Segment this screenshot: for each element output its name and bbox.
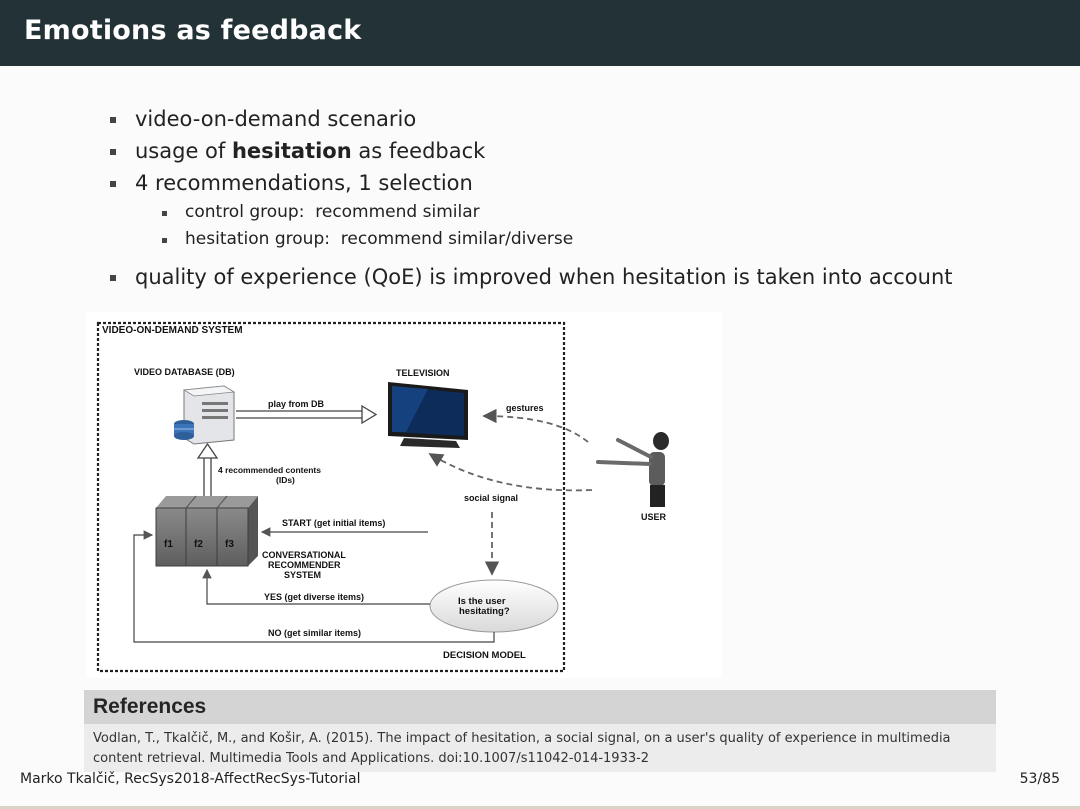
social-signal-label: social signal (464, 493, 518, 503)
bullet-marker (162, 238, 167, 243)
bullet-marker (110, 181, 116, 187)
system-label: VIDEO-ON-DEMAND SYSTEM (102, 325, 243, 336)
bullet-emphasis: hesitation (231, 139, 352, 163)
bullet-marker (110, 117, 116, 123)
bullet-list: video-on-demand scenario usage of hesita… (108, 103, 1008, 293)
bullet-item: video-on-demand scenario (108, 103, 1008, 135)
yes-arrow (202, 568, 430, 605)
references-heading: References (93, 695, 207, 718)
decision-question-line2: hesitating? (459, 606, 510, 617)
sub-bullet-text: hesitation group: recommend similar/dive… (185, 229, 574, 249)
reference-entry: Vodlan, T., Tkalčič, M., and Košir, A. (… (93, 729, 988, 769)
feature-f1: f1 (164, 539, 173, 550)
bullet-item: 4 recommendations, 1 selection (108, 167, 1008, 199)
feature-f3: f3 (225, 539, 234, 550)
recommended-contents-ids: (IDs) (276, 475, 295, 485)
decision-model-label: DECISION MODEL (443, 650, 526, 661)
page-number: 53/85 (1019, 771, 1060, 787)
footer-author: Marko Tkalčič, RecSys2018-AffectRecSys-T… (20, 771, 361, 787)
database-server-icon (174, 385, 236, 445)
yes-label: YES (get diverse items) (264, 592, 364, 602)
user-label: USER (641, 512, 667, 522)
references-header: References (84, 690, 996, 724)
sub-bullet-text: control group: recommend similar (185, 202, 480, 222)
bullet-marker (110, 149, 116, 155)
database-label: VIDEO DATABASE (DB) (134, 367, 235, 377)
sub-bullet-item: hesitation group: recommend similar/dive… (108, 226, 1008, 253)
recommender-label-line2: RECOMMENDER (268, 560, 341, 570)
play-from-db-arrow (236, 404, 378, 425)
bullet-item: quality of experience (QoE) is improved … (108, 261, 1008, 293)
bullet-text: video-on-demand scenario (135, 107, 417, 131)
television-label: TELEVISION (396, 368, 450, 378)
bottom-rule (0, 806, 1080, 809)
feature-f2: f2 (194, 539, 203, 550)
system-boundary (96, 321, 566, 673)
decision-question-line1: Is the user (458, 596, 506, 607)
gestures-arrow (482, 408, 589, 443)
bullet-item: usage of hesitation as feedback (108, 135, 1008, 167)
social-signal-arrow (428, 453, 593, 492)
user-person-icon (596, 432, 669, 507)
diagram-canvas: VIDEO-ON-DEMAND SYSTEM VIDEO DATABASE (D… (96, 321, 669, 673)
recommender-blocks (155, 495, 258, 567)
references-block: References Vodlan, T., Tkalčič, M., and … (84, 690, 996, 772)
bullet-text: usage of (135, 139, 232, 163)
recommended-contents-arrow (196, 442, 219, 496)
bullet-text: quality of experience (QoE) is improved … (135, 265, 953, 289)
slide-title: Emotions as feedback (24, 15, 362, 46)
gestures-label: gestures (506, 403, 544, 413)
play-from-db-label: play from DB (268, 399, 325, 409)
no-label: NO (get similar items) (268, 628, 361, 638)
reference-line: Vodlan, T., Tkalčič, M., and Košir, A. (… (93, 731, 951, 746)
recommended-contents-label: 4 recommended contents (218, 465, 321, 475)
reference-line: content retrieval. Multimedia Tools and … (93, 751, 650, 766)
start-label: START (get initial items) (282, 518, 385, 528)
no-arrow (133, 530, 495, 643)
bullet-marker (162, 211, 167, 216)
bullet-text: 4 recommendations, 1 selection (135, 171, 473, 195)
recommender-label-line1: CONVERSATIONAL (262, 550, 346, 560)
bullet-text: as feedback (351, 139, 486, 163)
system-diagram: VIDEO-ON-DEMAND SYSTEM VIDEO DATABASE (D… (86, 312, 722, 678)
sub-bullet-item: control group: recommend similar (108, 199, 1008, 226)
television-icon (388, 382, 468, 448)
recommender-label-line3: SYSTEM (284, 570, 321, 580)
title-bar: Emotions as feedback (0, 0, 1080, 66)
bullet-marker (110, 275, 116, 281)
